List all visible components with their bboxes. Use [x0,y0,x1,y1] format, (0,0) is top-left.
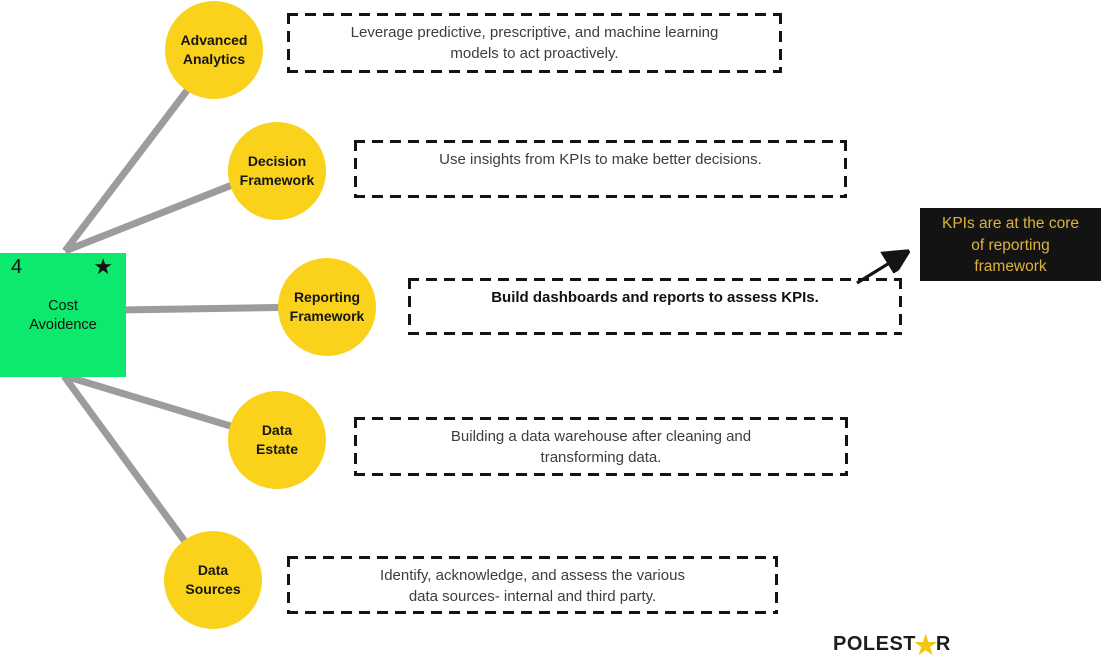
logo-star-icon: ★ [914,630,938,660]
node-data-estate: Data Estate [228,391,326,489]
description-decision-framework: Use insights from KPIs to make better de… [354,140,847,198]
node-advanced-analytics: Advanced Analytics [165,1,263,99]
logo-text-left: POLEST [833,633,917,655]
description-reporting-framework: Build dashboards and reports to assess K… [408,278,902,335]
node-reporting-framework: Reporting Framework [278,258,376,356]
node-decision-framework: Decision Framework [228,122,326,220]
logo-text-right: R [935,633,951,655]
center-node-label: Cost Avoidence [29,298,97,333]
star-icon: ★ [93,254,113,279]
polestar-logo: POLEST★R [833,630,951,660]
node-data-sources: Data Sources [164,531,262,629]
callout-box: KPIs are at the core of reporting framew… [920,208,1101,281]
description-data-estate: Building a data warehouse after cleaning… [354,417,848,476]
description-data-sources: Identify, acknowledge, and assess the va… [287,556,778,614]
callout-arrow [856,254,904,285]
description-advanced-analytics: Leverage predictive, prescriptive, and m… [287,13,782,73]
center-node-number: 4 [11,256,23,278]
center-node: 4 ★ Cost Avoidence [0,253,126,377]
